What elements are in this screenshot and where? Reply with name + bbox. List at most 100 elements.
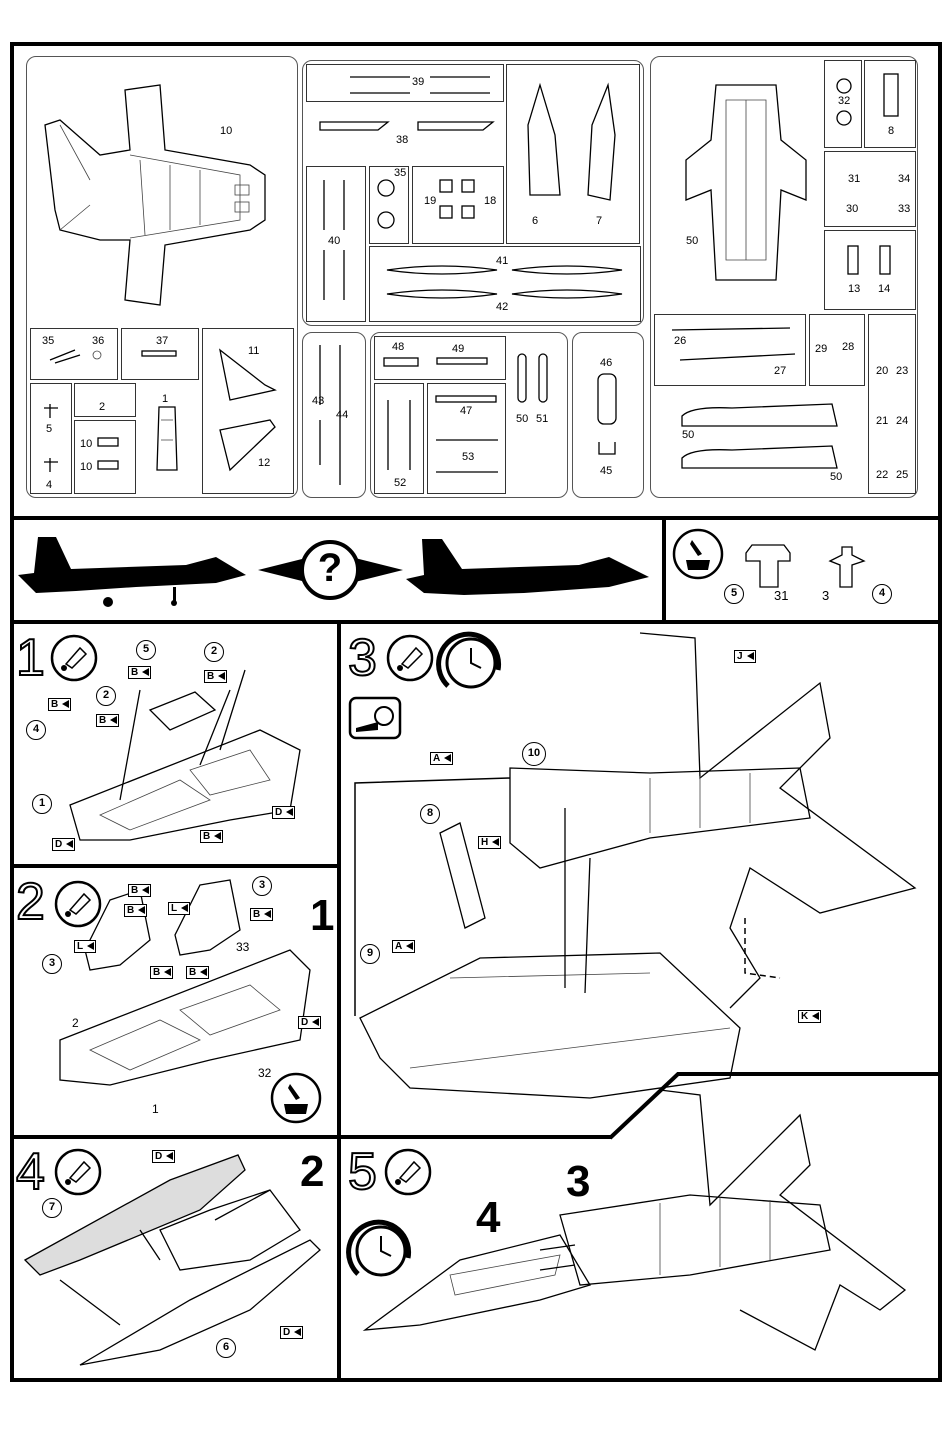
parts-47-53-drawing [432,394,502,479]
callout-2a: 2 [204,642,224,662]
callout-2b: 2 [96,686,116,706]
part-37-drawing [140,350,180,360]
part-5-4-drawing [40,400,65,475]
flag-j: J [734,650,756,663]
part-label-52: 52 [394,478,406,489]
f15-assembly-step3-drawing [350,628,930,1128]
flag-b-1: B [128,666,151,679]
aircraft-silhouette-right-icon [404,535,654,605]
banner-divider-vertical [662,516,666,624]
callout-10: 10 [522,742,546,766]
part-label-1: 1 [162,394,168,405]
option-callout-5: 5 [724,584,744,604]
flag-d-2: D [52,838,75,851]
part-label-50c: 50 [682,430,694,441]
part-label-28: 28 [842,342,854,353]
part-label-14: 14 [878,284,890,295]
part-label-50b: 50 [686,236,698,247]
pylons-38-drawing [318,120,498,134]
flag-d-1: D [152,1150,175,1163]
sprue-cell-20-25 [868,314,916,494]
part-label-10b: 10 [80,462,92,473]
part-label-50d: 50 [830,472,842,483]
part-label-10a: 10 [80,439,92,450]
sprue-cell-30-34 [824,151,916,227]
callout-9: 9 [360,944,380,964]
part-label-50a: 50 [516,414,528,425]
seat-parts-drawing [96,436,126,476]
step-number-2: 2 [16,876,45,928]
wheels-32-drawing [832,76,856,136]
part-label-37: 37 [156,336,168,347]
part-label-25: 25 [896,470,908,481]
flag-d-2: D [280,1326,303,1339]
flag-k: K [798,1010,821,1023]
nose-halves-drawing [672,396,842,476]
part-label-45: 45 [600,466,612,477]
flag-a-2: A [392,940,415,953]
flag-d-1: D [298,1016,321,1029]
part-label-4: 4 [46,480,52,491]
flag-d-1: D [272,806,295,819]
label-2: 2 [72,1018,79,1029]
option-label-31: 31 [774,590,788,601]
parts-18-19-drawing [438,178,478,228]
fuel-tanks-drawing [382,262,632,304]
flag-b-2: B [204,670,227,683]
step-number-1: 1 [16,632,45,684]
question-mark: ? [314,546,346,590]
tail-fins-drawing [215,345,285,475]
wheels-35-drawing [374,178,404,238]
part-label-18: 18 [484,196,496,207]
part-label-6: 6 [532,216,538,227]
cockpit-tub-step2-drawing [50,940,320,1090]
decal-icon [270,1072,322,1124]
canopy-glass-drawing [594,372,624,462]
option-label-3: 3 [822,590,829,601]
part-label-24: 24 [896,416,908,427]
assembly-number-1: 1 [310,894,334,938]
flag-b-3: B [48,698,71,711]
banner-divider-top [10,516,942,520]
callout-4: 4 [26,720,46,740]
part-label-21: 21 [876,416,888,427]
grid-h-step1-2 [10,864,341,868]
flag-l-2: L [74,940,96,953]
part-label-30: 30 [846,204,858,215]
pods-50-51-drawing [515,352,555,407]
flag-l-1: L [168,902,190,915]
part-label-33: 33 [898,204,910,215]
flag-h: H [478,836,501,849]
part-label-10: 10 [220,126,232,137]
part-label-8: 8 [888,126,894,137]
callout-7: 7 [42,1198,62,1218]
lower-fuselage-drawing [676,80,816,290]
part-label-49: 49 [452,344,464,355]
part-label-27: 27 [774,366,786,377]
callout-8: 8 [420,804,440,824]
part-label-29: 29 [815,344,827,355]
flag-a-1: A [430,752,453,765]
rails-39-drawing [350,75,500,97]
label-33: 33 [236,942,249,953]
parts-48-49-drawing [382,356,502,370]
flag-b-2: B [250,908,273,921]
missiles-43-44-drawing [314,345,354,485]
callout-3a: 3 [252,876,272,896]
part-label-19: 19 [424,196,436,207]
callout-6: 6 [216,1338,236,1358]
part-label-38: 38 [396,135,408,146]
part-label-23: 23 [896,366,908,377]
part-label-2: 2 [99,402,105,413]
callout-3b: 3 [42,954,62,974]
option-callout-4: 4 [872,584,892,604]
part-label-51: 51 [536,414,548,425]
gear-doors-13-14-drawing [846,244,896,278]
final-assembly-drawing [360,1085,925,1360]
flag-b-5: B [200,830,223,843]
part-label-48: 48 [392,342,404,353]
cockpit-tub-drawing [153,405,181,475]
decal-icon [672,528,724,580]
flag-b-5: B [186,966,209,979]
step1-arrows [100,650,280,830]
